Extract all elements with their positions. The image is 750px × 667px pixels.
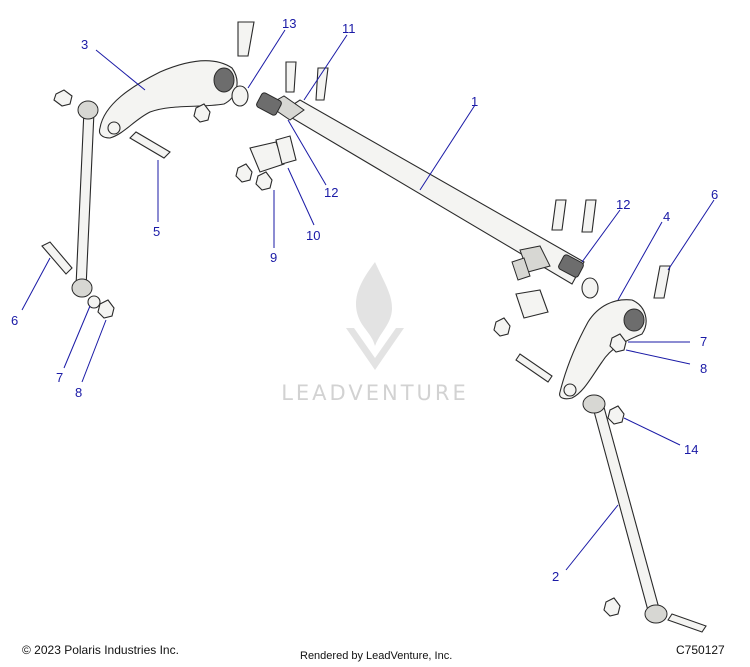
- callout-4: 4: [663, 209, 670, 224]
- left-link-rod: [71, 100, 99, 298]
- callout-6-left: 6: [11, 313, 18, 328]
- callout-8-left: 8: [75, 385, 82, 400]
- callout-3: 3: [81, 37, 88, 52]
- callout-12-upper: 12: [324, 185, 338, 200]
- nuts: [53, 89, 627, 617]
- callout-9: 9: [270, 250, 277, 265]
- callout-10: 10: [306, 228, 320, 243]
- callout-labels: 1 2 3 4 5 6 6 7 7 8 8 9 10 11 12 12 13 1…: [11, 16, 718, 584]
- stabilizer-bar: [256, 92, 585, 285]
- right-link-rod: [582, 394, 668, 624]
- callout-12-right: 12: [616, 197, 630, 212]
- callout-5: 5: [153, 224, 160, 239]
- copyright-notice: © 2023 Polaris Industries Inc.: [22, 643, 179, 657]
- callout-7-right: 7: [700, 334, 707, 349]
- callout-2: 2: [552, 569, 559, 584]
- callout-11: 11: [342, 21, 356, 36]
- washers: [87, 85, 599, 309]
- watermark-logo: [346, 262, 404, 370]
- carriage-bolts: [237, 21, 597, 233]
- bolts: [41, 241, 707, 633]
- bolt-pins: [129, 131, 553, 383]
- watermark-text: LEADVENTURE: [281, 381, 469, 405]
- drawing-number: C750127: [676, 643, 725, 657]
- callout-14: 14: [684, 442, 698, 457]
- callout-8-right: 8: [700, 361, 707, 376]
- callout-13: 13: [282, 16, 296, 31]
- callout-7-left: 7: [56, 370, 63, 385]
- callout-6-right: 6: [711, 187, 718, 202]
- left-stabilizer-arm: [98, 60, 238, 139]
- leadventure-watermark: LEADVENTURE: [281, 262, 469, 405]
- callout-1: 1: [471, 94, 478, 109]
- rendered-by-credit: Rendered by LeadVenture, Inc.: [300, 650, 453, 662]
- right-stabilizer-arm: [559, 299, 647, 400]
- bushings-and-clamps: [249, 135, 549, 319]
- leader-lines: [21, 29, 715, 571]
